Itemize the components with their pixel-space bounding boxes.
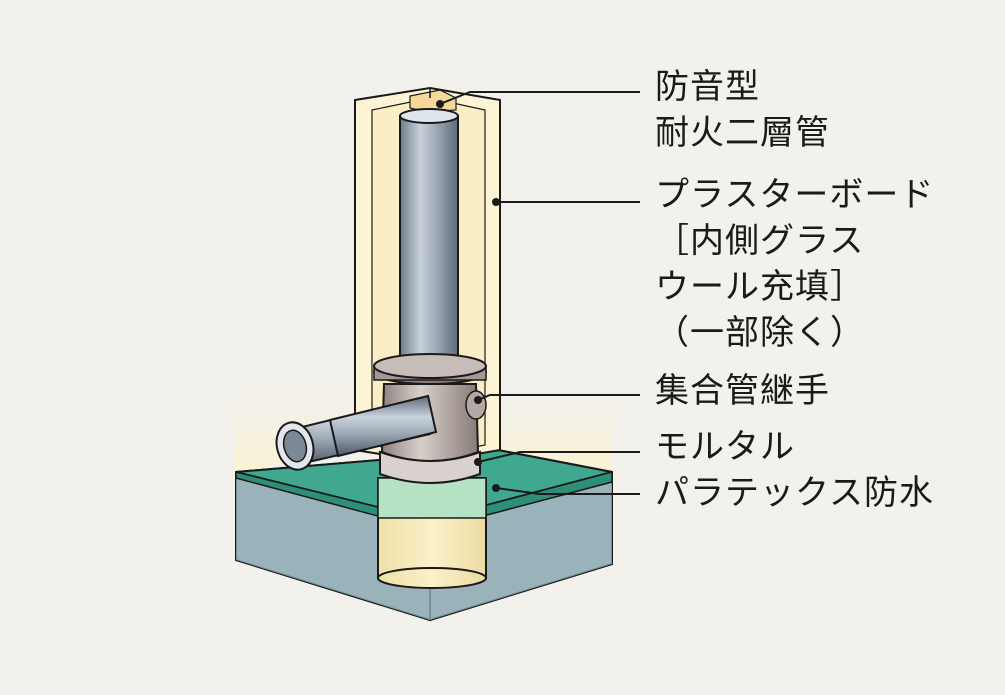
vertical-pipe	[399, 108, 459, 375]
label-board-line2: ［内側グラス	[655, 221, 865, 261]
label-board-line4: （一部除く）	[655, 313, 865, 353]
leader-waterproof	[495, 487, 640, 495]
label-waterproof: パラテックス防水	[655, 473, 934, 513]
leader-lines	[439, 91, 640, 495]
label-joint: 集合管継手	[655, 371, 830, 411]
label-board-line1: プラスターボード	[655, 175, 935, 215]
floor-sleeve	[377, 477, 487, 589]
label-pipe-line2: 耐火二層管	[655, 113, 830, 153]
label-board-line3: ウール充填］	[655, 267, 865, 307]
leader-pipe	[439, 91, 640, 105]
label-mortar: モルタル	[655, 427, 795, 467]
label-pipe-line1: 防音型	[655, 67, 760, 107]
leader-mortar	[477, 451, 640, 463]
horizontal-pipe	[275, 394, 438, 471]
leader-dots	[436, 100, 500, 492]
leader-joint	[477, 394, 640, 401]
